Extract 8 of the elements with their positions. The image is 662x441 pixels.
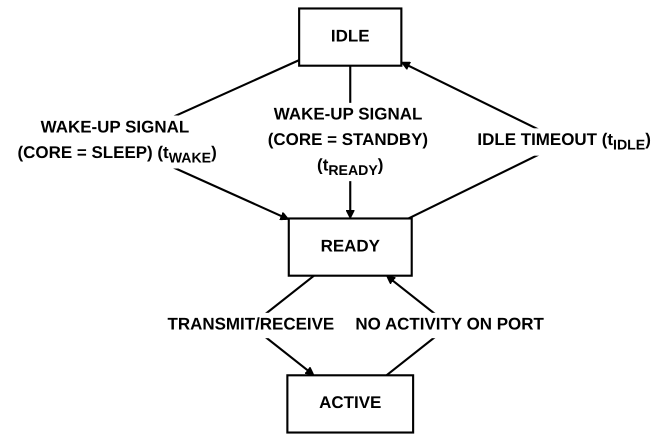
- edge-label: IDLE TIMEOUT (t$_{IDLE}$): [477, 131, 651, 153]
- node-box: READY: [288, 217, 413, 277]
- edge-label: NO ACTIVITY ON PORT: [355, 316, 544, 334]
- node-box: ACTIVE: [286, 374, 414, 434]
- edge-label: WAKE-UP SIGNAL (CORE = SLEEP) (t$_{WAKE}$): [18, 118, 217, 166]
- edge-label: TRANSMIT/RECEIVE: [168, 316, 334, 334]
- node-box: IDLE: [298, 7, 402, 67]
- edge-label: WAKE-UP SIGNAL (CORE = STANDBY) (t$_{READY}$): [268, 106, 428, 178]
